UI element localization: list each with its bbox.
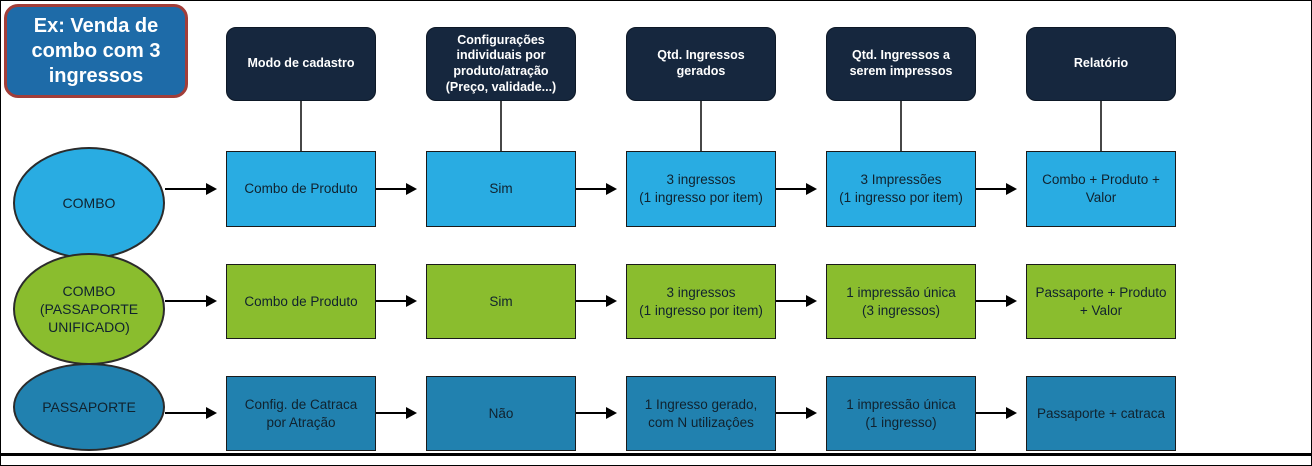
header-qtd-ingressos-impressos: Qtd. Ingressos a serem impressos: [826, 27, 976, 101]
arrow-right-icon: [376, 295, 417, 307]
arrow-right-icon: [976, 183, 1017, 195]
header-connector-line: [500, 101, 502, 151]
arrow-right-icon: [376, 407, 417, 419]
arrow-right-icon: [165, 407, 217, 419]
bottom-border-line: [1, 453, 1311, 456]
node-unificado-relatorio: Passaporte + Produto + Valor: [1026, 264, 1176, 339]
node-passaporte-impressos: 1 impressão única (1 ingresso): [826, 376, 976, 451]
node-passaporte-modo: Config. de Catraca por Atração: [226, 376, 376, 451]
node-combo-impressos: 3 Impressões (1 ingresso por item): [826, 151, 976, 227]
arrow-right-icon: [165, 183, 217, 195]
node-combo-config: Sim: [426, 151, 576, 227]
node-unificado-gerados: 3 ingressos (1 ingresso por item): [626, 264, 776, 339]
arrow-right-icon: [776, 407, 817, 419]
header-connector-line: [1100, 101, 1102, 151]
arrow-right-icon: [976, 407, 1017, 419]
ellipse-passaporte: PASSAPORTE: [13, 363, 165, 451]
node-combo-relatorio: Combo + Produto + Valor: [1026, 151, 1176, 227]
node-passaporte-relatorio: Passaporte + catraca: [1026, 376, 1176, 451]
arrow-right-icon: [776, 183, 817, 195]
arrow-right-icon: [376, 183, 417, 195]
header-relatorio: Relatório: [1026, 27, 1176, 101]
node-combo-modo: Combo de Produto: [226, 151, 376, 227]
arrow-right-icon: [576, 183, 617, 195]
node-passaporte-config: Não: [426, 376, 576, 451]
arrow-right-icon: [976, 295, 1017, 307]
node-unificado-impressos: 1 impressão única (3 ingressos): [826, 264, 976, 339]
header-connector-line: [700, 101, 702, 151]
node-unificado-config: Sim: [426, 264, 576, 339]
node-combo-gerados: 3 ingressos (1 ingresso por item): [626, 151, 776, 227]
example-title: Ex: Venda de combo com 3 ingressos: [4, 4, 188, 98]
header-qtd-ingressos-gerados: Qtd. Ingressos gerados: [626, 27, 776, 101]
arrow-right-icon: [165, 295, 217, 307]
header-connector-line: [300, 101, 302, 151]
node-passaporte-gerados: 1 Ingresso gerado, com N utilizaçôes: [626, 376, 776, 451]
header-configuracoes-individuais: Configurações individuais por produto/at…: [426, 27, 576, 101]
arrow-right-icon: [576, 295, 617, 307]
header-connector-line: [900, 101, 902, 151]
ellipse-combo: COMBO: [13, 147, 165, 259]
arrow-right-icon: [576, 407, 617, 419]
node-unificado-modo: Combo de Produto: [226, 264, 376, 339]
header-modo-de-cadastro: Modo de cadastro: [226, 27, 376, 101]
arrow-right-icon: [776, 295, 817, 307]
ellipse-combo-passaporte-unificado: COMBO (PASSAPORTE UNIFICADO): [13, 253, 165, 365]
